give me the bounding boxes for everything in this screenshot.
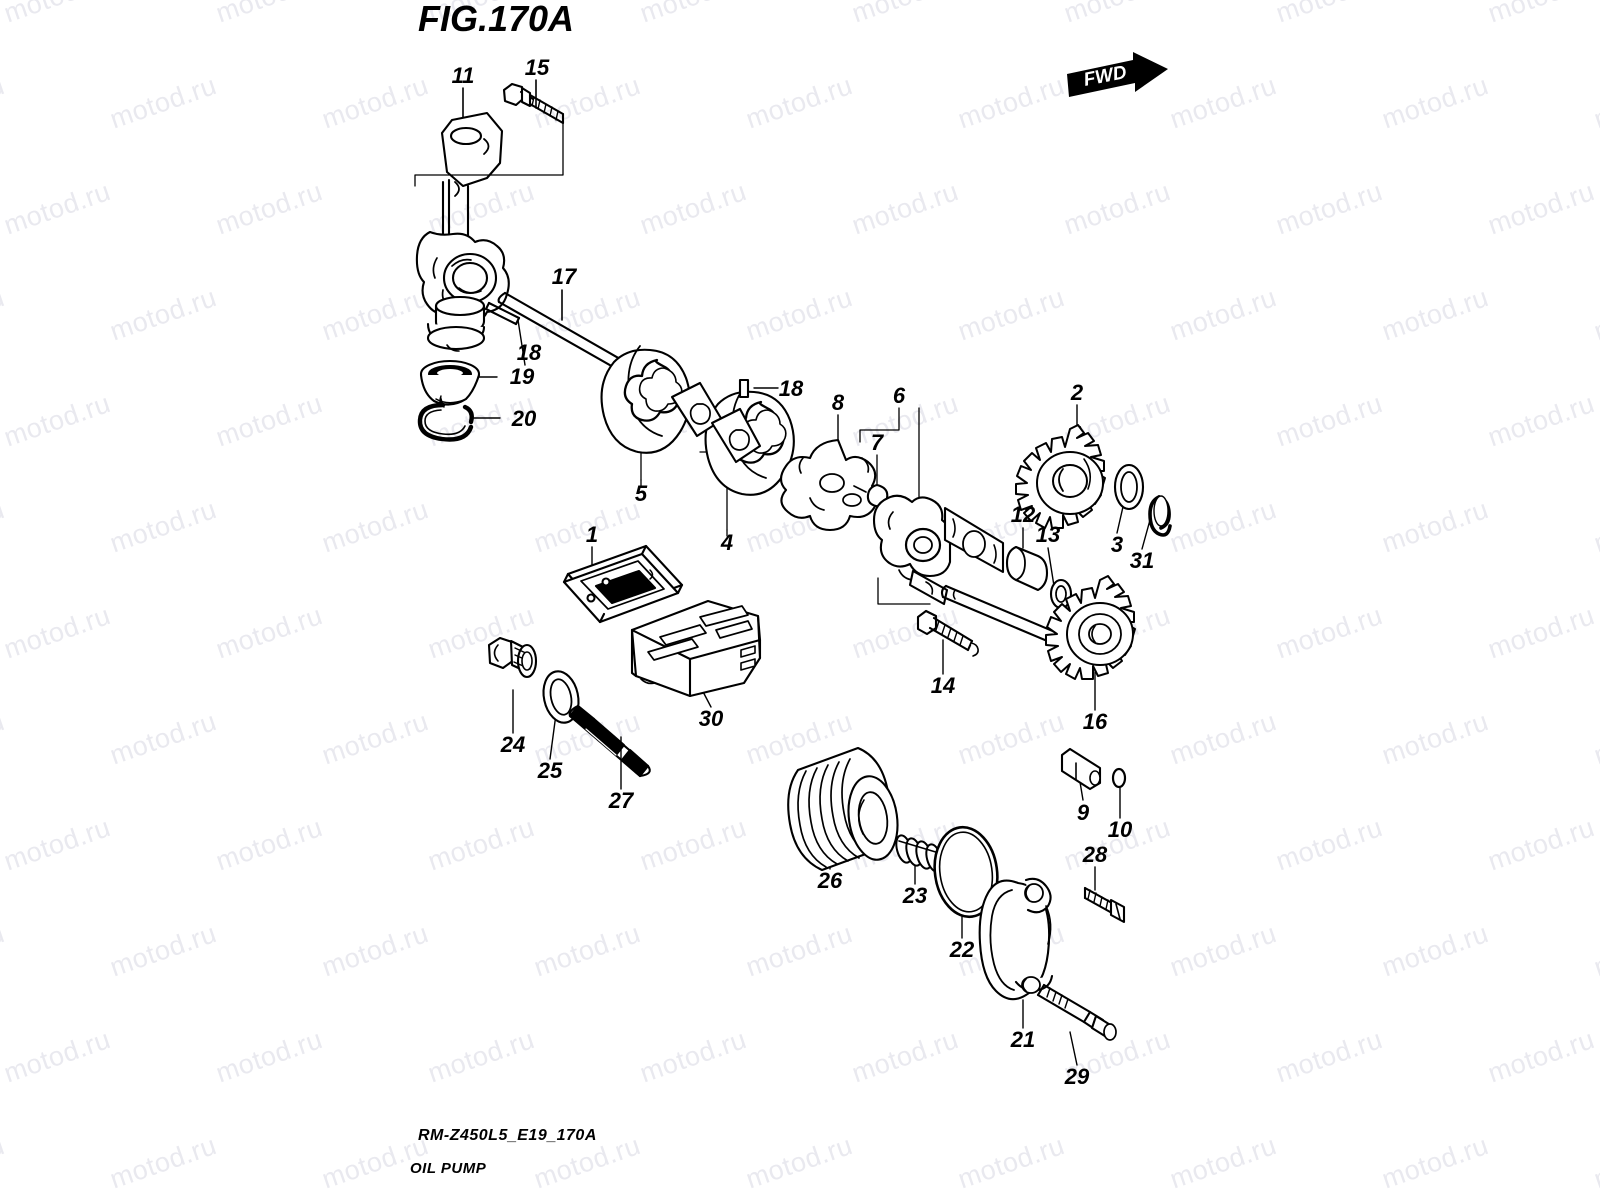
- part-12-spacer: [1005, 527, 1049, 592]
- callout-8: 8: [831, 390, 845, 415]
- callout-29: 29: [1064, 1064, 1090, 1089]
- callout-9: 9: [1076, 800, 1090, 825]
- callout-2: 2: [1070, 380, 1084, 405]
- callout-18: 18: [778, 376, 804, 401]
- part-28-bolt: [1083, 866, 1126, 924]
- part-14-bolt: [877, 577, 979, 675]
- part-25-sealing-washer: [542, 670, 580, 760]
- callout-19: 19: [509, 364, 535, 389]
- footer-code: RM-Z450L5_E19_170A: [418, 1127, 597, 1144]
- callout-18: 18: [516, 340, 542, 365]
- part-23-spring: [895, 834, 943, 885]
- callout-3: 3: [1110, 532, 1124, 557]
- callout-26: 26: [817, 868, 843, 893]
- part-30-pump-cover: [630, 599, 762, 708]
- callout-28: 28: [1082, 842, 1108, 867]
- part-22-o-ring: [933, 825, 999, 939]
- callout-11: 11: [451, 63, 475, 88]
- part-1-gasket: [562, 544, 684, 624]
- callout-24: 24: [500, 732, 526, 757]
- callout-4: 4: [720, 530, 734, 555]
- part-16-drive-gear: [1045, 575, 1136, 711]
- callout-25: 25: [537, 758, 563, 783]
- fwd-arrow-icon: FWD: [1067, 52, 1168, 97]
- part-15-flange-bolt: [414, 79, 565, 187]
- callout-23: 23: [902, 883, 928, 908]
- callout-5: 5: [634, 481, 648, 506]
- callout-17: 17: [551, 264, 577, 289]
- part-18-pin-left: [484, 301, 526, 366]
- callout-7: 7: [870, 430, 884, 455]
- part-19-bearing: [419, 359, 498, 408]
- part-20-circlip: [417, 402, 501, 442]
- callout-20: 20: [511, 406, 537, 431]
- part-8-pump-plate: [779, 414, 879, 532]
- part-11-drive-rod: [415, 87, 510, 352]
- part-9-dowel-pin: [1060, 747, 1102, 801]
- part-31-circlip: [1141, 495, 1172, 550]
- callout-6: 6: [892, 383, 906, 408]
- fwd-label: FWD: [1082, 62, 1129, 91]
- part-27-stud: [568, 704, 651, 790]
- callout-30: 30: [698, 706, 724, 731]
- callout-27: 27: [608, 788, 634, 813]
- callout-13: 13: [1035, 522, 1061, 547]
- footer-name: OIL PUMP: [410, 1160, 487, 1177]
- part-10-o-ring-small: [1111, 767, 1127, 819]
- part-29-long-bolt: [1036, 983, 1117, 1066]
- callout-15: 15: [524, 55, 550, 80]
- part-5-outer-rotor: [600, 345, 691, 487]
- part-18-pin-right: [738, 378, 779, 399]
- callout-21: 21: [1010, 1027, 1036, 1052]
- rotor-middle-segments: [670, 381, 762, 464]
- part-21-filter-cover: [978, 877, 1054, 1029]
- callout-31: 31: [1129, 548, 1155, 573]
- callout-10: 10: [1107, 817, 1133, 842]
- part-26-oil-filter: [787, 746, 899, 872]
- figure-title: FIG.170A: [418, 0, 575, 39]
- callout-1: 1: [585, 522, 599, 547]
- callout-16: 16: [1082, 709, 1108, 734]
- callout-22: 22: [949, 937, 975, 962]
- callout-12: 12: [1010, 502, 1036, 527]
- part-3-washer: [1113, 463, 1145, 534]
- part-2-driven-gear: [1015, 404, 1106, 529]
- part-24-drain-plug: [487, 636, 538, 734]
- part-6-pump-body: [859, 407, 1005, 606]
- callout-14: 14: [930, 673, 956, 698]
